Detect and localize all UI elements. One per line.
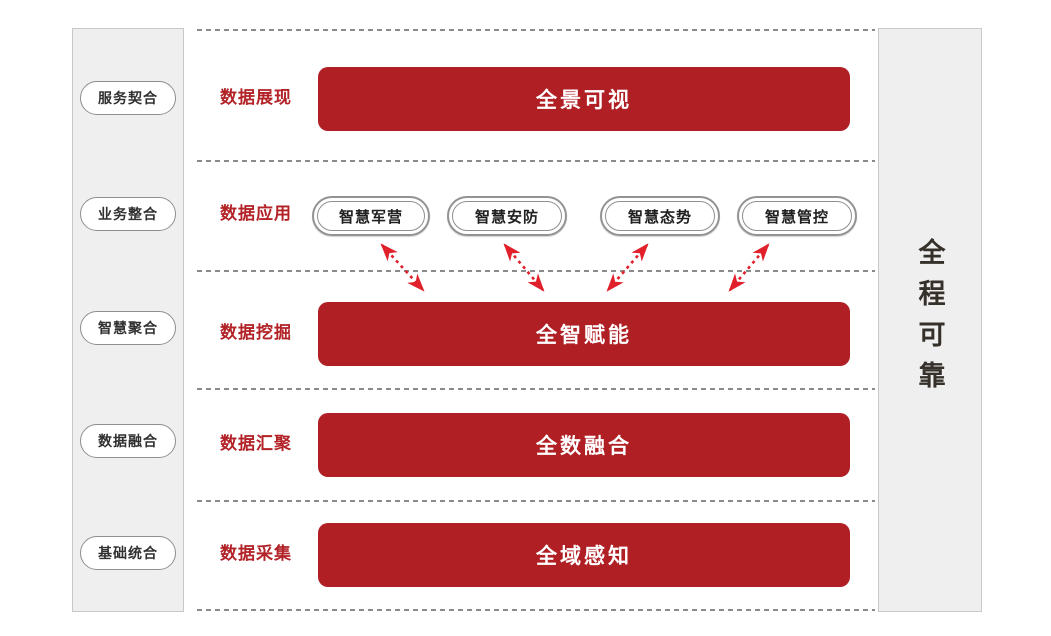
row-label-data-collect: 数据采集: [220, 544, 292, 563]
side-pill-service-fit: 服务契合: [80, 81, 176, 115]
left-panel: 服务契合 业务整合 智慧聚合 数据融合 基础统合: [72, 28, 184, 612]
row-label-data-display: 数据展现: [220, 88, 292, 107]
side-pill-data-fusion: 数据融合: [80, 424, 176, 458]
banner-text: 全域感知: [536, 545, 632, 568]
app-pill-label: 智慧安防: [452, 201, 562, 231]
app-pill-label: 智慧态势: [605, 201, 715, 231]
app-pill-smart-control: 智慧管控: [737, 196, 857, 236]
side-pill-label: 服务契合: [98, 90, 158, 106]
double-arrow-barracks: [380, 243, 425, 292]
side-pill-basic-unify: 基础统合: [80, 536, 176, 570]
banner-domain-sense: 全域感知: [318, 523, 850, 587]
right-panel-label: 全程可靠: [914, 238, 945, 402]
divider-line: [197, 160, 875, 162]
right-panel: 全程可靠: [878, 28, 982, 612]
row-label-data-app: 数据应用: [220, 204, 292, 223]
banner-text: 全数融合: [536, 435, 632, 458]
side-pill-business-integ: 业务整合: [80, 197, 176, 231]
app-pill-smart-barracks: 智慧军营: [312, 196, 430, 236]
app-pill-label: 智慧军营: [317, 201, 425, 231]
side-pill-wisdom-agg: 智慧聚合: [80, 311, 176, 345]
row-label-data-mining: 数据挖掘: [220, 323, 292, 342]
side-pill-label: 智慧聚合: [98, 320, 158, 336]
side-pill-label: 数据融合: [98, 433, 158, 449]
divider-line: [197, 29, 875, 31]
divider-line: [197, 270, 875, 272]
divider-line: [197, 388, 875, 390]
banner-panorama-visual: 全景可视: [318, 67, 850, 131]
side-pill-label: 业务整合: [98, 206, 158, 222]
banner-text: 全景可视: [536, 89, 632, 112]
double-arrow-security: [503, 243, 545, 292]
banner-ai-empower: 全智赋能: [318, 302, 850, 366]
side-pill-label: 基础统合: [98, 545, 158, 561]
double-arrow-situation: [606, 243, 649, 292]
row-label-data-gather: 数据汇聚: [220, 434, 292, 453]
divider-line: [197, 609, 875, 611]
app-pill-label: 智慧管控: [742, 201, 852, 231]
banner-text: 全智赋能: [536, 324, 632, 347]
app-pill-smart-situation: 智慧态势: [600, 196, 720, 236]
double-arrow-control: [728, 243, 770, 292]
app-pill-smart-security: 智慧安防: [447, 196, 567, 236]
divider-line: [197, 500, 875, 502]
banner-data-fusion: 全数融合: [318, 413, 850, 477]
